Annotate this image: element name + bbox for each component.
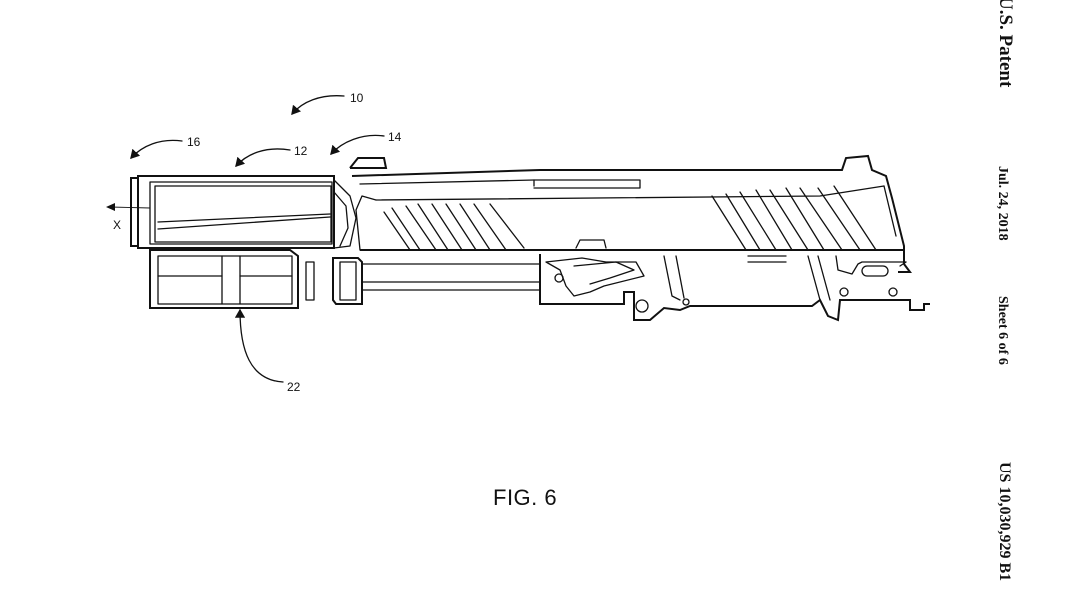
leader-arrow-22: [234, 308, 284, 383]
slide-body: [349, 154, 912, 273]
axis-x-arrowhead: [106, 203, 115, 211]
leader-arrow-10: [291, 95, 345, 115]
reference-numeral-14: 14: [388, 130, 402, 144]
patent-header-title: U.S. Patent: [995, 0, 1016, 88]
axis-x-label: X: [113, 218, 122, 232]
barrel-and-frame: [361, 239, 930, 322]
guide-rod-block: [332, 257, 363, 305]
figure-caption: FIG. 6: [493, 485, 558, 510]
leader-arrow-14: [330, 134, 385, 155]
compensator-lower-part: [149, 249, 315, 309]
patent-header-sheet: Sheet 6 of 6: [995, 296, 1010, 365]
reference-numeral-16: 16: [187, 135, 201, 149]
reference-numeral-10: 10: [350, 91, 364, 105]
patent-header-number: US 10,030,929 B1: [996, 462, 1013, 582]
reference-numeral-12: 12: [294, 144, 308, 158]
leader-arrow-16: [130, 139, 183, 159]
compensator-body: [130, 175, 357, 249]
reference-numeral-22: 22: [287, 380, 301, 394]
patent-header-date: Jul. 24, 2018: [995, 166, 1010, 241]
leader-arrow-12: [235, 148, 291, 167]
